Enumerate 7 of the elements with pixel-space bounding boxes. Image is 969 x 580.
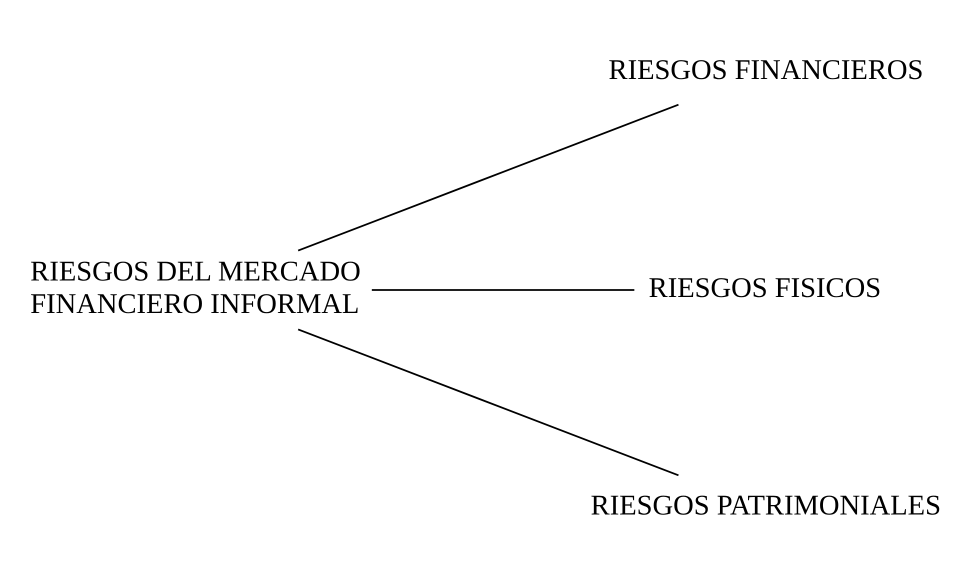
node-text: RIESGOS FISICOS (648, 272, 882, 304)
connector (372, 289, 634, 291)
node-text: RIESGOS FINANCIEROS (608, 55, 924, 86)
node-text: RIESGOS PATRIMONIALES (590, 490, 941, 522)
connector (298, 104, 679, 252)
connector (298, 328, 679, 476)
node-text: RIESGOS DEL MERCADO FINANCIERO INFORMAL (30, 256, 361, 320)
